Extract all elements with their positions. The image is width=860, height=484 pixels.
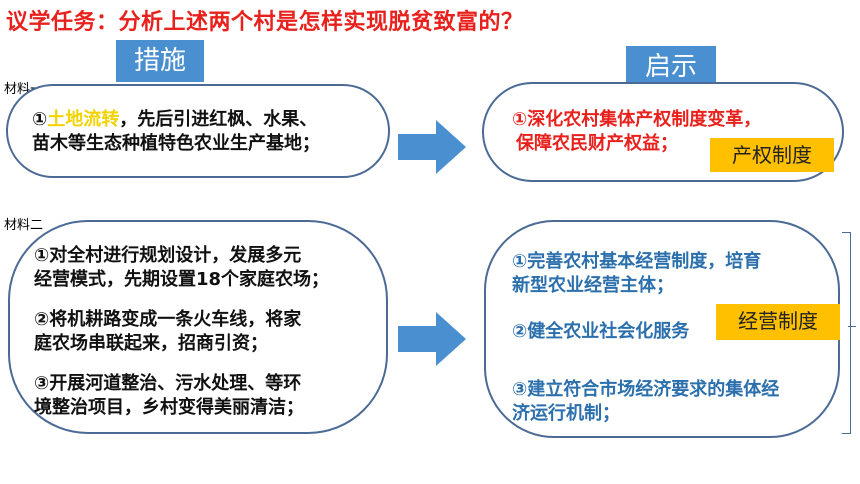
measures-header: 措施 — [116, 40, 204, 82]
insight-header: 启示 — [626, 46, 716, 86]
material2-label: 材料二 — [4, 218, 44, 233]
material1-insight-line1: ①深化农村集体产权制度变革， — [512, 109, 762, 130]
material2-measure1-line2: 经营模式，先期设置18个家庭农场； — [34, 269, 330, 290]
material2-measure1-line1: ①对全村进行规划设计，发展多元 — [34, 245, 302, 266]
material1-measure-oval — [6, 84, 390, 178]
measure-line1-rest: ，先后引进红枫、水果、 — [119, 109, 318, 130]
material2-measure2-line2: 庭农场串联起来，招商引资； — [34, 333, 268, 354]
material2-measure3-line2: 境整治项目，乡村变得美丽清洁； — [34, 397, 304, 418]
material2-insight1-line2: 新型农业经营主体； — [512, 275, 674, 296]
material2-insight1-line1: ①完善农村基本经营制度，培育 — [512, 251, 762, 272]
page-title: 议学任务：分析上述两个村是怎样实现脱贫致富的？ — [6, 10, 524, 35]
measure-number: ① — [32, 109, 48, 130]
insight-bracket-tick — [848, 326, 856, 327]
insight-bracket — [842, 232, 851, 434]
material2-insight3-line1: ③建立符合市场经济要求的集体经 — [512, 379, 780, 400]
material2-measure-oval — [8, 220, 388, 434]
material1-measure-line2: 苗木等生态种植特色农业生产基地； — [32, 133, 320, 154]
tag-property-rights: 产权制度 — [710, 138, 834, 172]
right-arrow-icon — [398, 120, 466, 174]
highlight-land-transfer: 土地流转 — [47, 109, 120, 130]
tag-operation-system: 经营制度 — [716, 304, 840, 340]
right-arrow-icon — [398, 312, 466, 366]
material1-measure-line1: ①土地流转，先后引进红枫、水果、 — [32, 108, 317, 132]
material2-insight2-line1: ②健全农业社会化服务 — [512, 321, 690, 342]
material2-measure3-line1: ③开展河道整治、污水处理、等环 — [34, 373, 302, 394]
material2-insight3-line2: 济运行机制； — [512, 403, 620, 424]
material2-measure2-line1: ②将机耕路变成一条火车线，将家 — [34, 309, 302, 330]
material1-insight-line2: 保障农民财产权益； — [516, 133, 678, 154]
